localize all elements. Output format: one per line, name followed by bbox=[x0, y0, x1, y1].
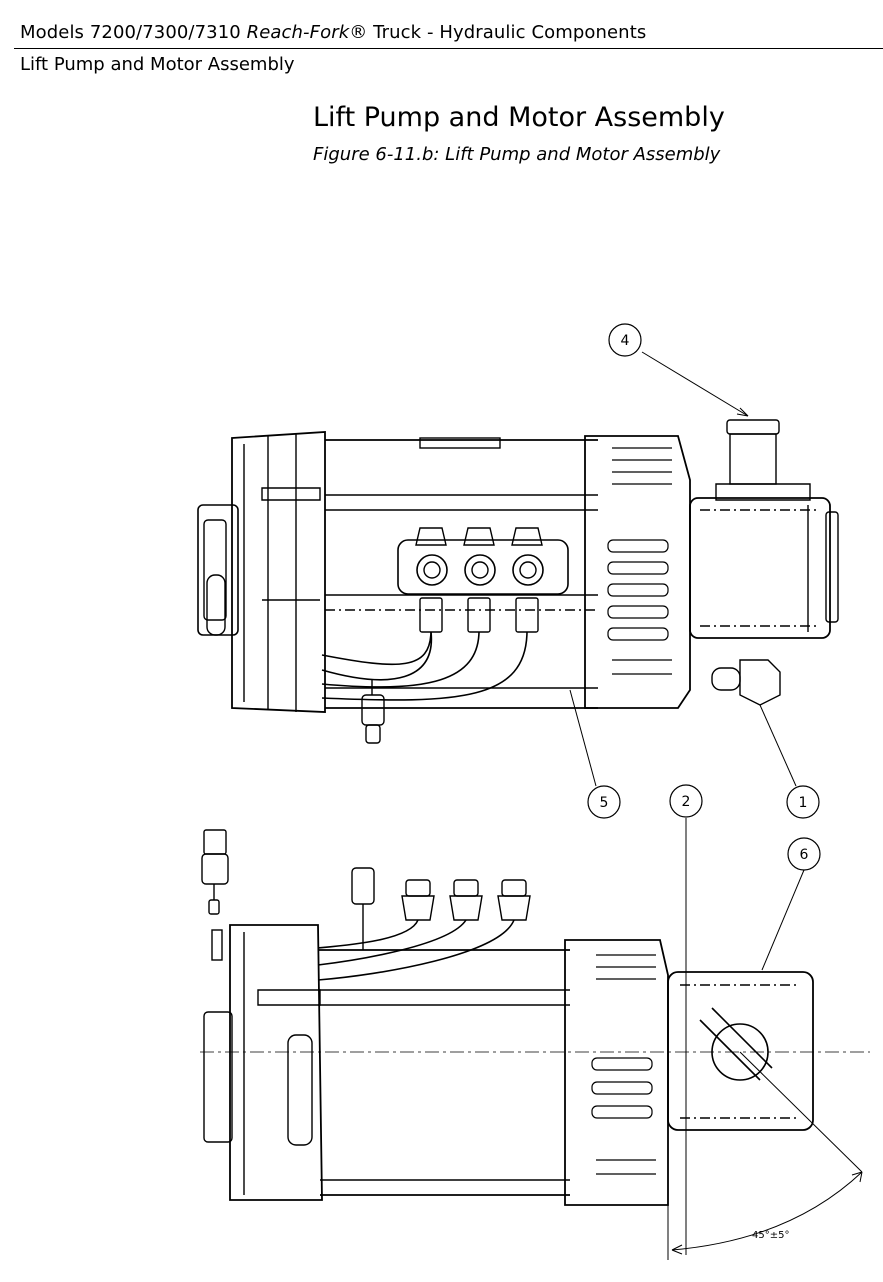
callout-2-label: 2 bbox=[682, 794, 691, 810]
side-view-assembly bbox=[200, 829, 870, 1206]
page-title: Lift Pump and Motor Assembly bbox=[313, 102, 725, 133]
angle-annotation: 45°±5° bbox=[752, 1230, 789, 1241]
callout-2: 2 bbox=[669, 784, 703, 818]
callout-1-label: 1 bbox=[799, 795, 808, 811]
top-view-assembly bbox=[197, 419, 839, 744]
callout-6-label: 6 bbox=[800, 847, 809, 863]
figure-caption: Figure 6-11.b: Lift Pump and Motor Assem… bbox=[313, 144, 721, 165]
header-title-italic: Reach-Fork bbox=[246, 22, 350, 43]
document-header-title: Models 7200/7300/7310 Reach-Fork® Truck … bbox=[20, 22, 646, 43]
header-title-suffix: ® Truck - Hydraulic Components bbox=[349, 22, 647, 43]
callout-5-label: 5 bbox=[600, 795, 609, 811]
callout-4-label: 4 bbox=[621, 333, 630, 349]
callout-4: 4 bbox=[608, 323, 642, 357]
header-divider bbox=[14, 48, 883, 49]
header-title-prefix: Models 7200/7300/7310 bbox=[20, 22, 247, 43]
callout-6: 6 bbox=[787, 837, 821, 871]
leader-lines bbox=[569, 351, 863, 1260]
callout-1: 1 bbox=[786, 785, 820, 819]
document-header-section: Lift Pump and Motor Assembly bbox=[20, 54, 295, 75]
callout-5: 5 bbox=[587, 785, 621, 819]
